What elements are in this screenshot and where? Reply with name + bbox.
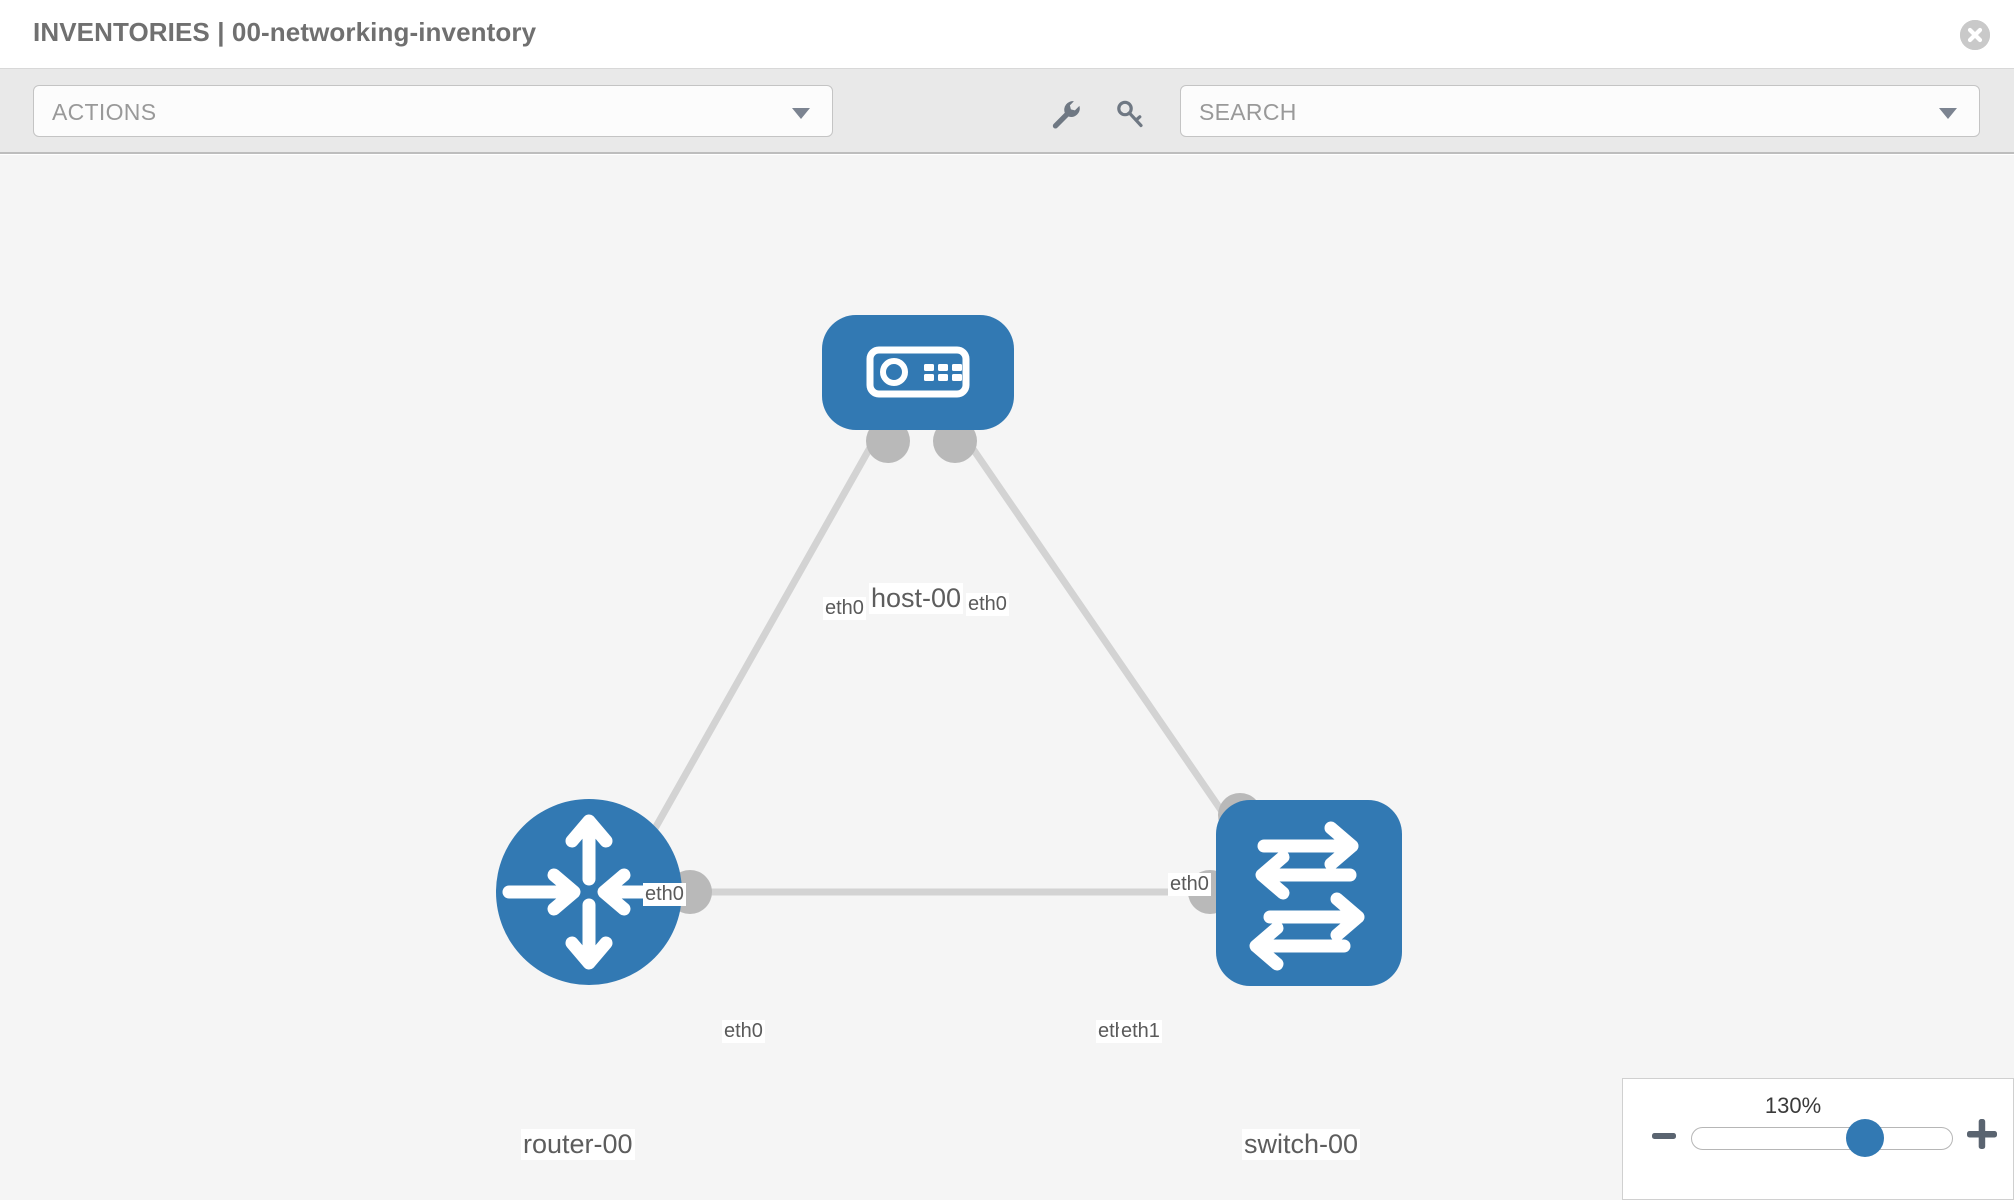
zoom-slider-track[interactable] (1691, 1127, 1953, 1150)
topology-edges (636, 426, 1249, 896)
topology-ports (622, 419, 1262, 914)
interface-label: eth0 (643, 883, 686, 906)
node-label-switch-00: switch-00 (1242, 1129, 1361, 1160)
wrench-icon[interactable] (1049, 97, 1083, 131)
search-placeholder: SEARCH (1199, 99, 1297, 125)
minus-icon[interactable] (1651, 1123, 1677, 1149)
topology-canvas[interactable]: eth0 eth0 eth0 eth0 eth0 eth0 eth1 host-… (0, 155, 2014, 1200)
zoom-slider-thumb[interactable] (1846, 1119, 1884, 1157)
close-icon[interactable] (1960, 20, 1990, 50)
zoom-control-panel: 130% (1622, 1078, 2014, 1200)
key-icon[interactable] (1113, 97, 1147, 131)
interface-label: eth0 (823, 597, 866, 620)
zoom-percent-label: 130% (1764, 1093, 1822, 1118)
interface-label: eth0 (1168, 873, 1211, 896)
search-input[interactable]: SEARCH (1180, 85, 1980, 137)
chevron-down-icon (792, 108, 810, 119)
plus-icon[interactable] (1967, 1119, 1997, 1149)
interface-label: eth0 (966, 593, 1009, 616)
actions-dropdown-label: ACTIONS (52, 99, 157, 125)
chevron-down-icon[interactable] (1939, 108, 1957, 119)
edge-host-switch (956, 426, 1249, 849)
toolbar: ACTIONS SEARCH (0, 68, 2014, 154)
interface-label: eth0 (722, 1020, 765, 1043)
node-switch-00 (1216, 800, 1402, 986)
actions-dropdown[interactable]: ACTIONS (33, 85, 833, 137)
interface-label: eth1 (1119, 1020, 1162, 1043)
node-label-host-00: host-00 (869, 583, 964, 614)
node-host-00 (822, 315, 1014, 430)
page-title: INVENTORIES | 00-networking-inventory (33, 17, 537, 47)
topology-graph (496, 315, 1402, 986)
page-header: INVENTORIES | 00-networking-inventory (0, 0, 2014, 68)
edge-host-router (636, 426, 884, 859)
node-label-router-00: router-00 (521, 1129, 635, 1160)
